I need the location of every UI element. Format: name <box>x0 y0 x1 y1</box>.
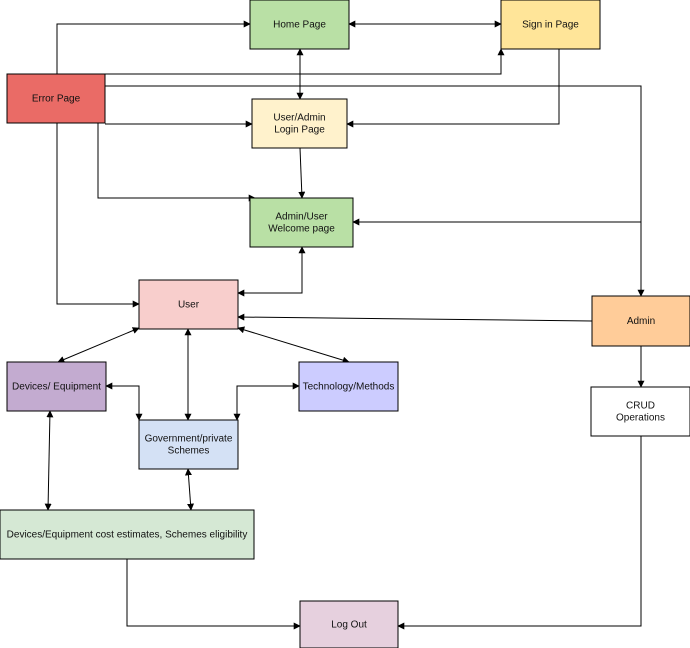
node-admin-box <box>591 295 690 347</box>
node-schemes-label: Schemes <box>168 446 210 457</box>
edge-signin-to-login <box>346 49 560 128</box>
node-home-label: Home Page <box>273 20 326 31</box>
edges-layer <box>44 20 645 630</box>
node-devices-label: Devices/ Equipment <box>12 382 101 393</box>
edge-crud-to-logout <box>397 436 642 630</box>
node-logout: Log Out <box>299 600 399 648</box>
node-admin: Admin <box>591 295 690 347</box>
edge-user-to-tech <box>237 326 350 364</box>
node-tech-label: Technology/Methods <box>303 382 395 393</box>
edge-estimates-to-logout <box>126 559 301 630</box>
node-signin: Sign in Page <box>500 0 601 50</box>
node-home-box <box>249 0 350 50</box>
edge-schemes-to-estimates <box>184 468 195 511</box>
node-welcome-label: Admin/User <box>275 212 328 223</box>
node-error-box <box>6 73 106 124</box>
edge-error-to-welcome <box>97 123 256 202</box>
node-estimates-label: Devices/Equipment cost estimates, Scheme… <box>7 530 248 541</box>
node-error-label: Error Page <box>32 94 81 105</box>
node-welcome-label: Welcome page <box>268 224 335 235</box>
node-tech: Technology/Methods <box>298 361 399 412</box>
node-login-box <box>251 98 348 149</box>
node-signin-box <box>500 0 601 50</box>
node-logout-label: Log Out <box>331 620 367 631</box>
node-crud-label: Operations <box>616 413 665 424</box>
node-login-label: Login Page <box>274 125 325 136</box>
edge-error-to-user <box>56 123 140 308</box>
node-logout-box <box>299 600 399 648</box>
node-estimates-box <box>0 509 255 560</box>
node-crud-box <box>590 386 690 437</box>
node-user-box <box>138 279 239 330</box>
node-home: Home Page <box>249 0 350 50</box>
edge-admin-to-user <box>237 313 593 322</box>
edge-welcome-to-user <box>237 246 306 297</box>
node-user: User <box>138 279 239 330</box>
edge-error-to-signin <box>105 48 505 75</box>
edge-devices-to-estimates <box>44 410 54 511</box>
edge-devices-to-schemes <box>105 382 143 421</box>
node-devices-box <box>6 361 107 412</box>
edge-tech-to-schemes <box>233 382 300 421</box>
node-devices: Devices/ Equipment <box>6 361 107 412</box>
node-welcome-box <box>249 197 354 248</box>
node-schemes-box <box>138 419 239 470</box>
node-crud-label: CRUD <box>626 401 655 412</box>
node-admin-label: Admin <box>627 316 655 327</box>
edge-error-to-admin <box>105 85 645 297</box>
node-user-label: User <box>178 300 200 311</box>
edge-error-to-home <box>56 20 251 74</box>
node-estimates: Devices/Equipment cost estimates, Scheme… <box>0 509 255 560</box>
node-schemes-label: Government/private <box>145 434 233 445</box>
node-login-label: User/Admin <box>273 113 325 124</box>
node-tech-box <box>298 361 399 412</box>
edge-login-to-welcome <box>298 147 306 199</box>
node-signin-label: Sign in Page <box>522 20 579 31</box>
node-error: Error Page <box>6 73 106 124</box>
edge-user-to-devices <box>57 327 140 363</box>
